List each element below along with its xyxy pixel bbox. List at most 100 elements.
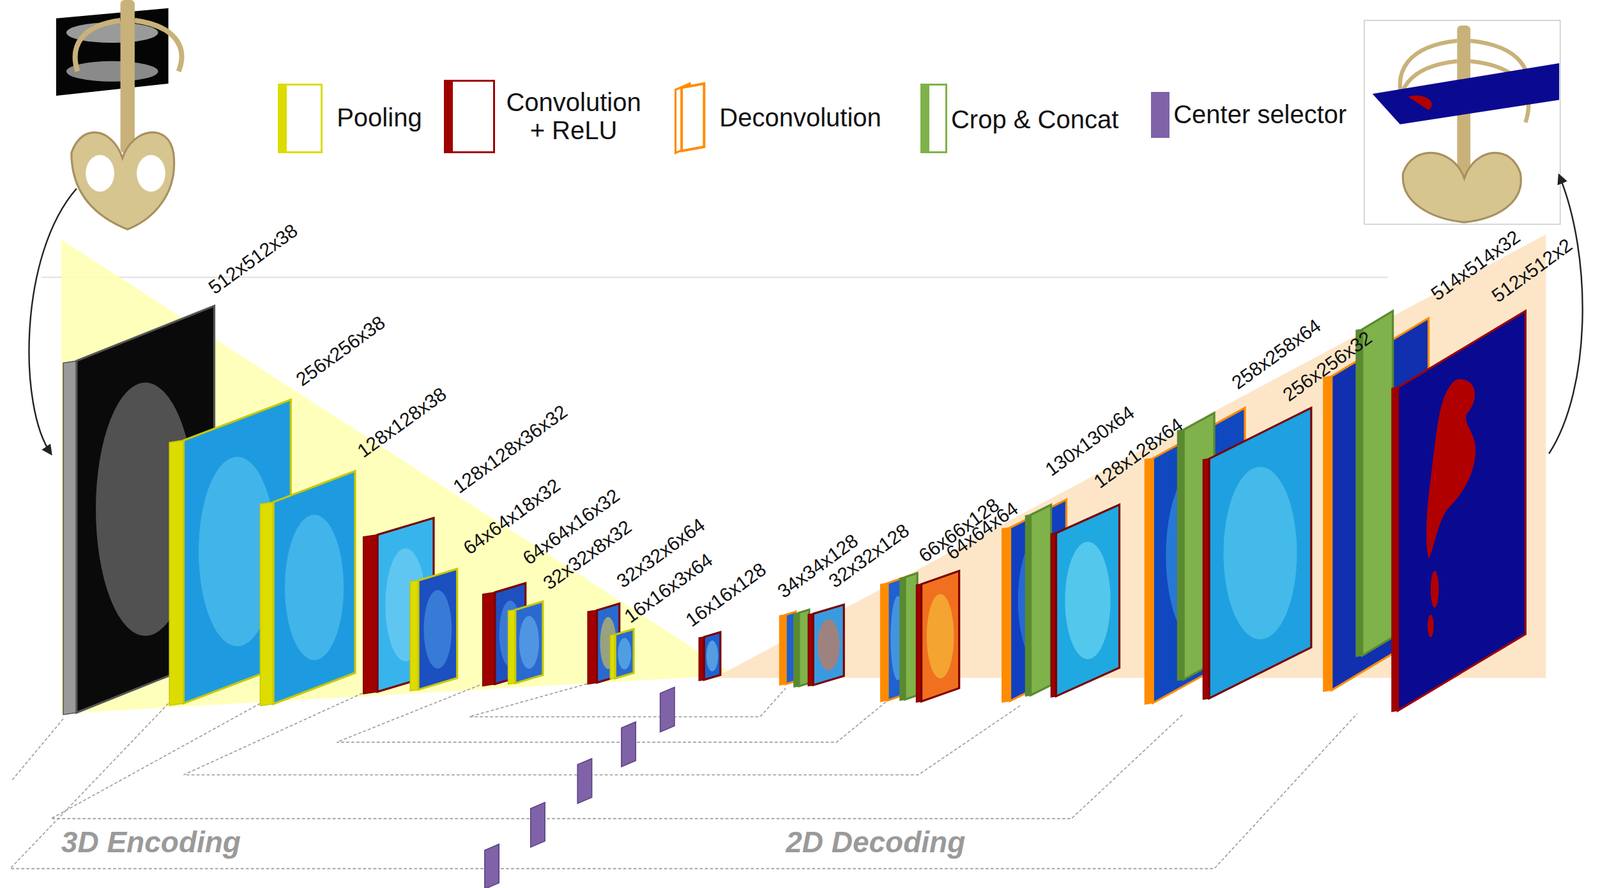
liver-mask: [1426, 379, 1476, 559]
center-selector: [530, 802, 545, 848]
center-selector: [577, 758, 592, 804]
ct-slice: [66, 61, 159, 82]
legend-swatch: [443, 79, 496, 154]
skip-line: [183, 693, 1021, 776]
map-texture: [1223, 466, 1297, 640]
map-side: [1323, 376, 1332, 692]
map-side: [259, 502, 274, 706]
output-arrow: [1548, 175, 1583, 455]
legend-swatch: [1150, 91, 1170, 138]
skip-line: [51, 703, 1184, 819]
render-panel: [1364, 20, 1561, 225]
map-side: [410, 580, 419, 692]
dimension-label: 512x512x38: [205, 220, 301, 298]
feature-map: [880, 576, 909, 702]
input-arrow: [28, 188, 77, 454]
map-face: [1362, 311, 1394, 656]
dimension-label: 128x128x38: [353, 383, 450, 461]
legend-text: Convolution + ReLU: [502, 88, 646, 145]
center-selector: [484, 844, 499, 888]
feature-map: [807, 604, 844, 686]
map-face: [615, 629, 634, 679]
map-texture: [617, 638, 632, 670]
section-title: 3D Encoding: [61, 826, 241, 859]
dimension-label: 256x256x38: [292, 312, 389, 390]
liver-mask: [1408, 95, 1433, 111]
feature-map: [899, 573, 918, 702]
map-face: [515, 601, 543, 684]
feature-map: [698, 632, 721, 681]
legend-text: Center selector: [1173, 100, 1347, 129]
deconv-swatch-face: [681, 83, 704, 151]
map-side: [482, 592, 496, 687]
map-face: [813, 604, 844, 686]
legend-text: Crop & Concat: [951, 105, 1119, 134]
pelvis-hole: [136, 155, 166, 192]
map-face: [1209, 408, 1312, 699]
feature-map: [1356, 311, 1394, 657]
feature-map: [916, 571, 960, 703]
feature-map: [508, 601, 543, 685]
mask-blob: [1430, 571, 1440, 608]
encoder-region: [61, 239, 735, 715]
map-texture: [706, 640, 718, 672]
mask-blob: [1427, 615, 1434, 638]
map-side: [169, 440, 184, 706]
skip-lines: [10, 681, 1358, 870]
map-face: [921, 571, 960, 702]
feature-map: [259, 471, 356, 707]
feature-map: [410, 569, 457, 692]
map-texture: [926, 594, 955, 679]
feature-maps: [63, 305, 1526, 715]
map-side: [880, 583, 888, 702]
skip-line: [10, 703, 1358, 870]
map-face: [418, 569, 458, 690]
map-side: [508, 609, 516, 685]
map-texture: [1064, 542, 1111, 660]
legend-text: Pooling: [336, 103, 422, 132]
pelvis-hole: [85, 155, 115, 192]
map-texture: [424, 590, 453, 669]
feature-map: [1051, 505, 1120, 698]
feature-map: [1391, 311, 1526, 712]
feature-map: [609, 629, 634, 679]
deconvolution-swatch: [675, 83, 705, 154]
map-texture: [519, 616, 540, 670]
skip-line: [12, 719, 64, 781]
feature-map: [793, 609, 810, 688]
pelvis: [1402, 152, 1521, 223]
map-side: [1002, 527, 1011, 702]
map-side: [63, 360, 77, 715]
feature-map: [1203, 408, 1312, 701]
map-face: [273, 471, 356, 705]
spine: [120, 0, 135, 154]
legend-text: Deconvolution: [719, 103, 882, 132]
center-selector: [660, 687, 675, 732]
skip-line: [469, 681, 786, 718]
map-face: [1055, 505, 1120, 697]
rib: [75, 20, 183, 72]
map-face: [1030, 505, 1052, 697]
center-selector: [621, 722, 636, 768]
legend-swatch: [277, 83, 323, 154]
legend-swatch: [920, 83, 948, 154]
feature-map: [1025, 505, 1052, 697]
center-selectors: [484, 687, 675, 888]
map-face: [1398, 311, 1526, 711]
skip-line: [336, 685, 888, 743]
slice-plane: [1372, 63, 1560, 125]
map-texture: [284, 514, 344, 661]
segmentation-overlay: [1426, 379, 1476, 638]
map-face: [703, 632, 721, 681]
map-face: [905, 573, 918, 701]
ct-volume-render: [56, 0, 183, 230]
map-side: [1144, 458, 1153, 705]
map-side: [363, 535, 378, 695]
map-side: [587, 610, 597, 685]
map-texture: [817, 619, 840, 671]
section-title: 2D Decoding: [785, 826, 966, 859]
pelvis: [71, 132, 175, 230]
segmentation-render: [1364, 20, 1561, 225]
